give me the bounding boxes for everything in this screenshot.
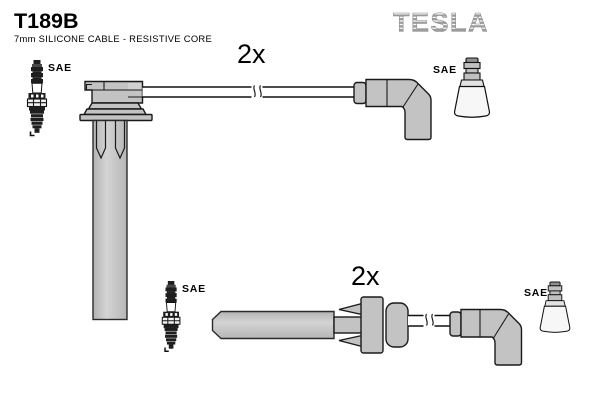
spark-plug-top-left <box>26 59 48 137</box>
cable-top <box>142 84 356 100</box>
tesla-logo: TESLA <box>393 8 489 38</box>
cable-bottom <box>408 312 451 329</box>
part-number: T189B <box>14 9 79 33</box>
sae-label-bottom-right: SAE <box>524 287 548 299</box>
cable-break-gap <box>251 84 263 100</box>
sae-label-top-left: SAE <box>48 62 72 74</box>
cone-boot-top-right <box>453 57 491 118</box>
part-subtitle: 7mm SILICONE CABLE - RESISTIVE CORE <box>14 33 212 44</box>
top-cable-assembly <box>79 78 432 321</box>
elbow-boot-top <box>353 78 432 141</box>
cable-break-gap <box>423 312 435 329</box>
sae-label-top-right: SAE <box>433 64 457 76</box>
bottom-cable-assembly <box>211 296 523 366</box>
spark-plug-bottom-left <box>161 280 181 352</box>
coil-boot-bottom <box>211 296 409 354</box>
quantity-label-top: 2x <box>237 39 266 69</box>
coil-boot-top <box>79 80 153 321</box>
sae-label-bottom-left: SAE <box>182 283 206 295</box>
quantity-label-bottom: 2x <box>351 261 380 291</box>
elbow-boot-bottom <box>449 308 523 366</box>
